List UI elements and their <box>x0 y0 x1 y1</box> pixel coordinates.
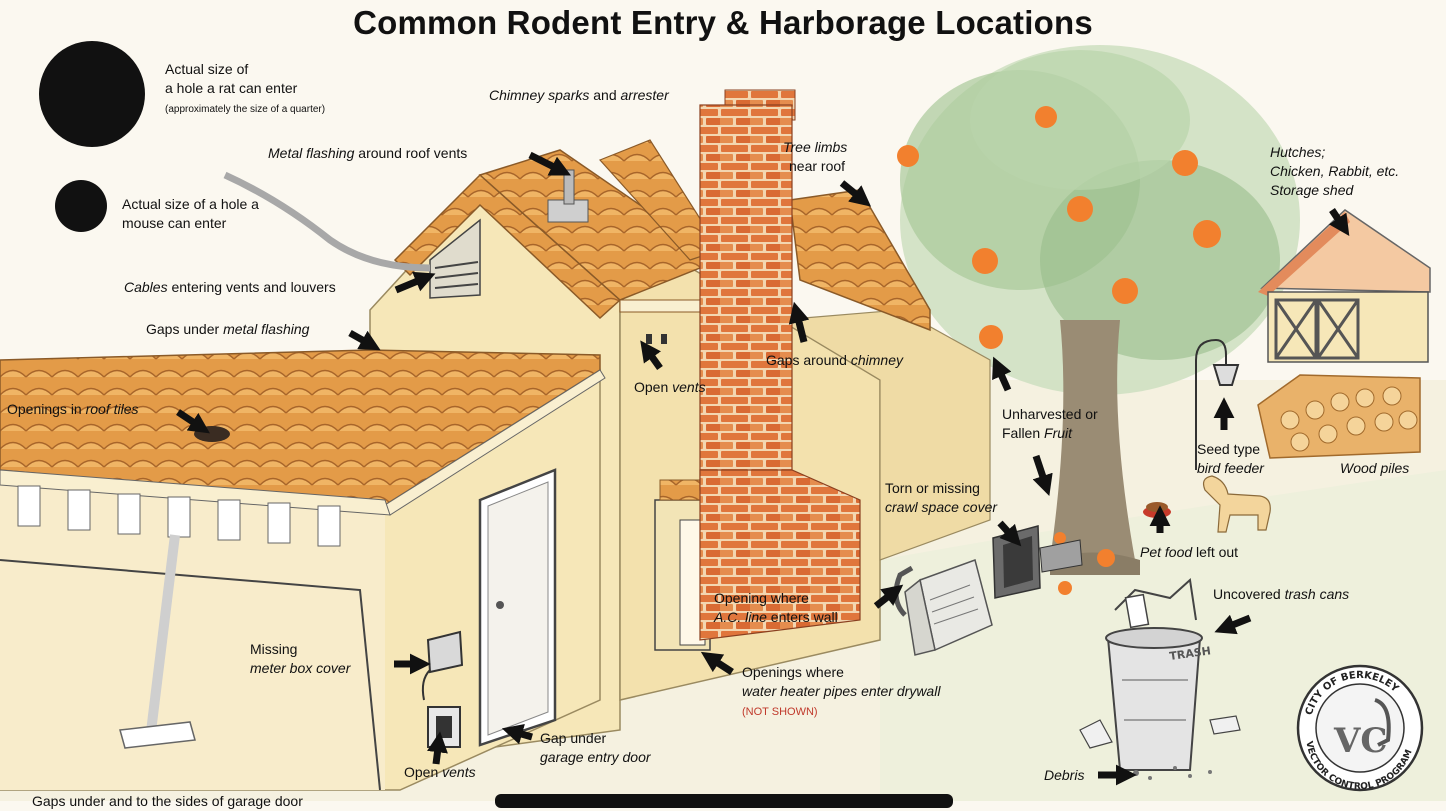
label-garage-door-sides: Gaps under and to the sides of garage do… <box>32 793 303 809</box>
mouse-hole-size-icon <box>55 180 107 232</box>
label-gaps-chimney: Gaps around chimney <box>766 352 903 368</box>
chimney <box>699 89 861 641</box>
label-roof-tiles: Openings in roof tiles <box>7 401 139 417</box>
pointer-arrows <box>176 151 1350 786</box>
debris <box>1133 766 1212 780</box>
label-pet-food: Pet food left out <box>1140 544 1239 560</box>
label-debris: Debris <box>1044 767 1085 783</box>
dog <box>1202 475 1271 533</box>
trash-can: TRASH <box>1079 578 1241 771</box>
bird-feeder <box>1195 338 1240 470</box>
label-hutches: Hutches;Chicken, Rabbit, etc.Storage she… <box>1270 144 1400 198</box>
label-gaps-under-flashing: Gaps under metal flashing <box>146 321 310 337</box>
tree <box>900 45 1300 575</box>
label-wood-piles: Wood piles <box>1340 460 1410 476</box>
trash-can-text: TRASH <box>1169 644 1212 663</box>
label-open-vents-bottom: Open vents <box>404 764 476 780</box>
city-seal-logo: CITY OF BERKELEY VECTOR CONTROL PROGRAM … <box>1296 664 1424 792</box>
label-metal-flashing: Metal flashing around roof vents <box>268 145 468 161</box>
ac-unit <box>893 559 993 656</box>
label-chimney-sparks: Chimney sparks and arrester <box>489 87 669 103</box>
label-open-vents-top: Open vents <box>634 379 706 395</box>
fruit <box>897 106 1221 595</box>
legend-rat-text: Actual size of a hole a rat can enter (a… <box>165 61 326 115</box>
label-trash-cans: Uncovered trash cans <box>1213 586 1350 602</box>
hutch-shed <box>1258 209 1431 363</box>
house <box>223 139 991 761</box>
rat-hole-size-icon <box>39 41 145 147</box>
label-cables: Cables entering vents and louvers <box>124 279 336 295</box>
page-title: Common Rodent Entry & Harborage Location… <box>353 4 1093 41</box>
legend-mouse-text: Actual size of a hole a mouse can enter <box>122 196 259 231</box>
bottom-overlay-bar <box>495 794 953 808</box>
seal-initials: VC <box>1333 721 1387 761</box>
wood-pile <box>1257 374 1421 459</box>
garage <box>0 349 606 791</box>
